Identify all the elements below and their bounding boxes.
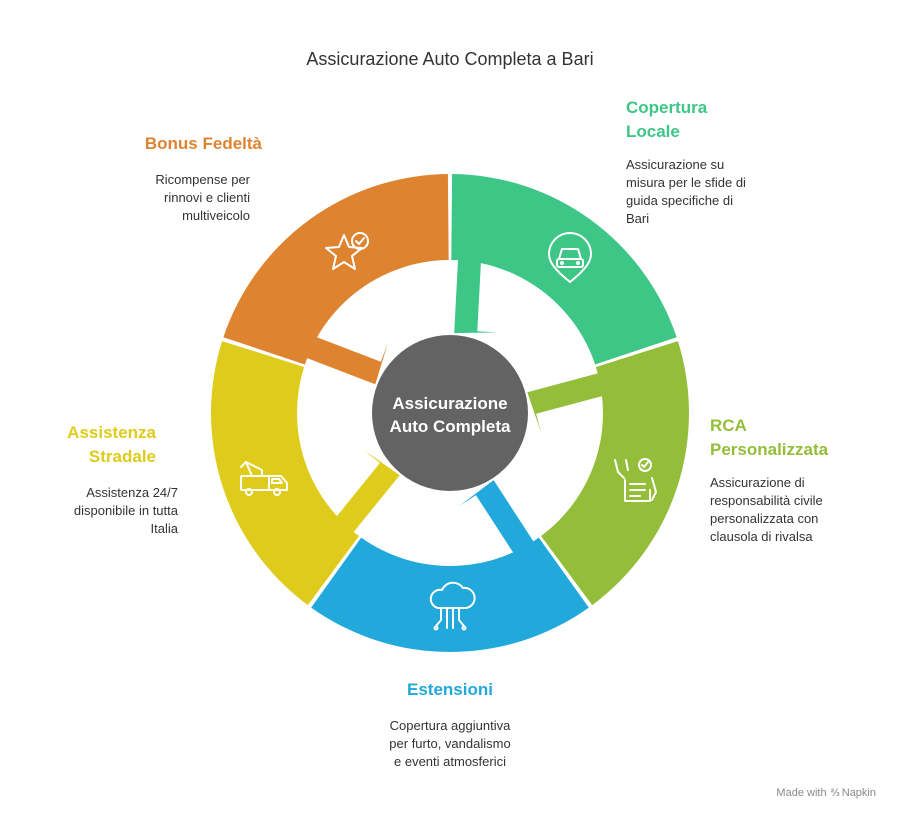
assistenza-title: Assistenza Stradale [67, 423, 156, 466]
segment-assistenza [211, 341, 359, 606]
bonus-title: Bonus Fedeltà [144, 134, 262, 153]
diagram-title: Assicurazione Auto Completa a Bari [306, 49, 594, 69]
napkin-logo-icon: ⅔ [830, 787, 840, 799]
center-label-line2: Auto Completa [390, 417, 511, 436]
arrow-estensioni [459, 480, 537, 559]
segment-copertura [451, 174, 677, 365]
document-check-icon [614, 458, 657, 502]
car-location-icon [548, 232, 592, 283]
arrow-bonus [301, 334, 388, 385]
segment-rca [541, 341, 689, 606]
center-label-line1: Assicurazione [392, 394, 507, 413]
star-check-icon [325, 232, 369, 270]
estensioni-description: Copertura aggiuntiva per furto, vandalis… [389, 718, 511, 769]
rca-title: RCA Personalizzata [710, 416, 829, 459]
center-hub [372, 335, 528, 491]
estensioni-title: Estensioni [407, 680, 493, 699]
arrow-copertura [454, 254, 498, 334]
assistenza-description: Assistenza 24/7 disponibile in tutta Ita… [73, 485, 178, 536]
copertura-title: Copertura Locale [626, 98, 708, 141]
tow-truck-icon [240, 461, 288, 496]
rca-description: Assicurazione di responsabilità civile p… [710, 475, 823, 544]
copertura-description: Assicurazione su misura per le sfide di … [626, 157, 746, 226]
arrow-assistenza [332, 450, 400, 537]
bonus-description: Ricompense per rinnovi e clienti multive… [155, 172, 250, 223]
segment-estensioni [311, 537, 589, 653]
segment-bonus [223, 174, 449, 365]
arrow-rca [527, 371, 610, 434]
cloud-circuit-icon [429, 581, 476, 631]
